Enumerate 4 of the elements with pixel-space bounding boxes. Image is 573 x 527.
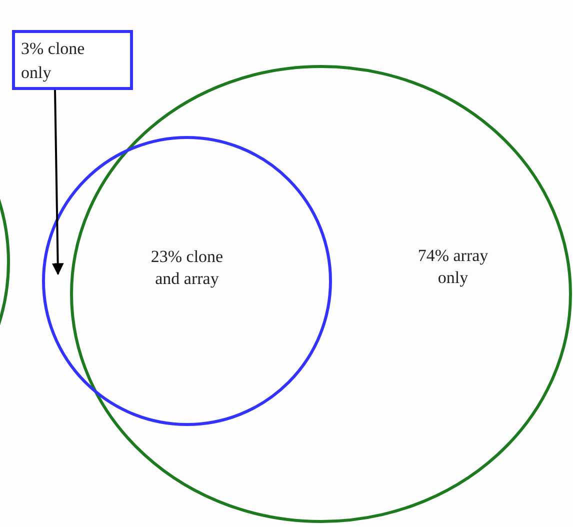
callout-label: 3% clone only xyxy=(12,30,133,90)
leader-arrow xyxy=(52,90,64,276)
region-label: 74% array only xyxy=(416,245,490,289)
region-label: 23% clone and array xyxy=(150,246,224,290)
